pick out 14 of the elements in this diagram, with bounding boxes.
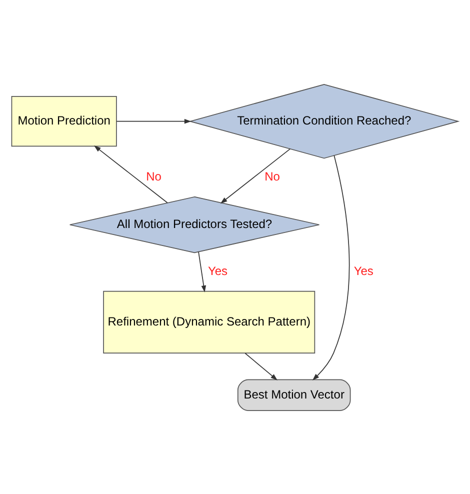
arrow — [116, 118, 192, 124]
arrow — [198, 250, 206, 292]
arrow — [312, 154, 350, 380]
arrow — [94, 145, 168, 203]
node-box: Refinement (Dynamic Search Pattern) — [103, 290, 316, 353]
arrow — [220, 148, 290, 204]
edge-label: Yes — [208, 264, 228, 278]
edge-label: No — [264, 169, 280, 184]
edge-label: No — [146, 169, 162, 184]
arrow — [244, 352, 278, 380]
node-diamond: Termination Condition Reached? — [188, 83, 460, 158]
node-box: Best Motion Vector — [237, 378, 351, 410]
node-box: Motion Prediction — [11, 96, 117, 146]
edge-label: Yes — [354, 264, 374, 278]
